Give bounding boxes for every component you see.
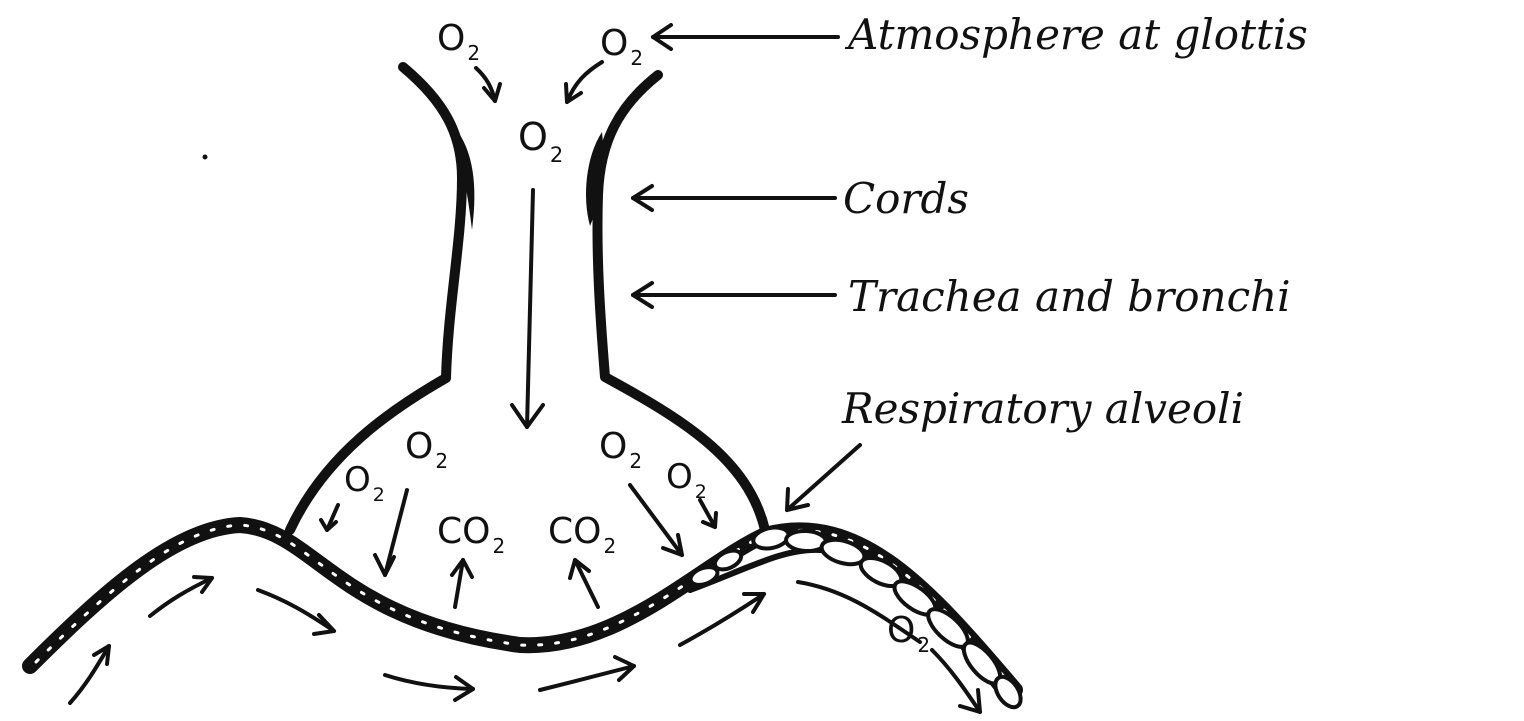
central-airflow-arrow [527, 190, 533, 427]
right-entry-arrow [567, 62, 602, 102]
alveolar-cells [688, 524, 1026, 711]
label-atmosphere: Atmosphere at glottis [844, 10, 1308, 59]
label-alveoli: Respiratory alveoli [841, 384, 1244, 433]
ink-speck [203, 155, 208, 160]
alveoli-pointer [787, 445, 860, 510]
label-cords: Cords [843, 174, 969, 223]
label-trachea: Trachea and bronchi [848, 272, 1291, 321]
o2-label-upper-trachea: O2 [518, 115, 563, 167]
o2-diffusion-arrow-2 [385, 490, 407, 575]
